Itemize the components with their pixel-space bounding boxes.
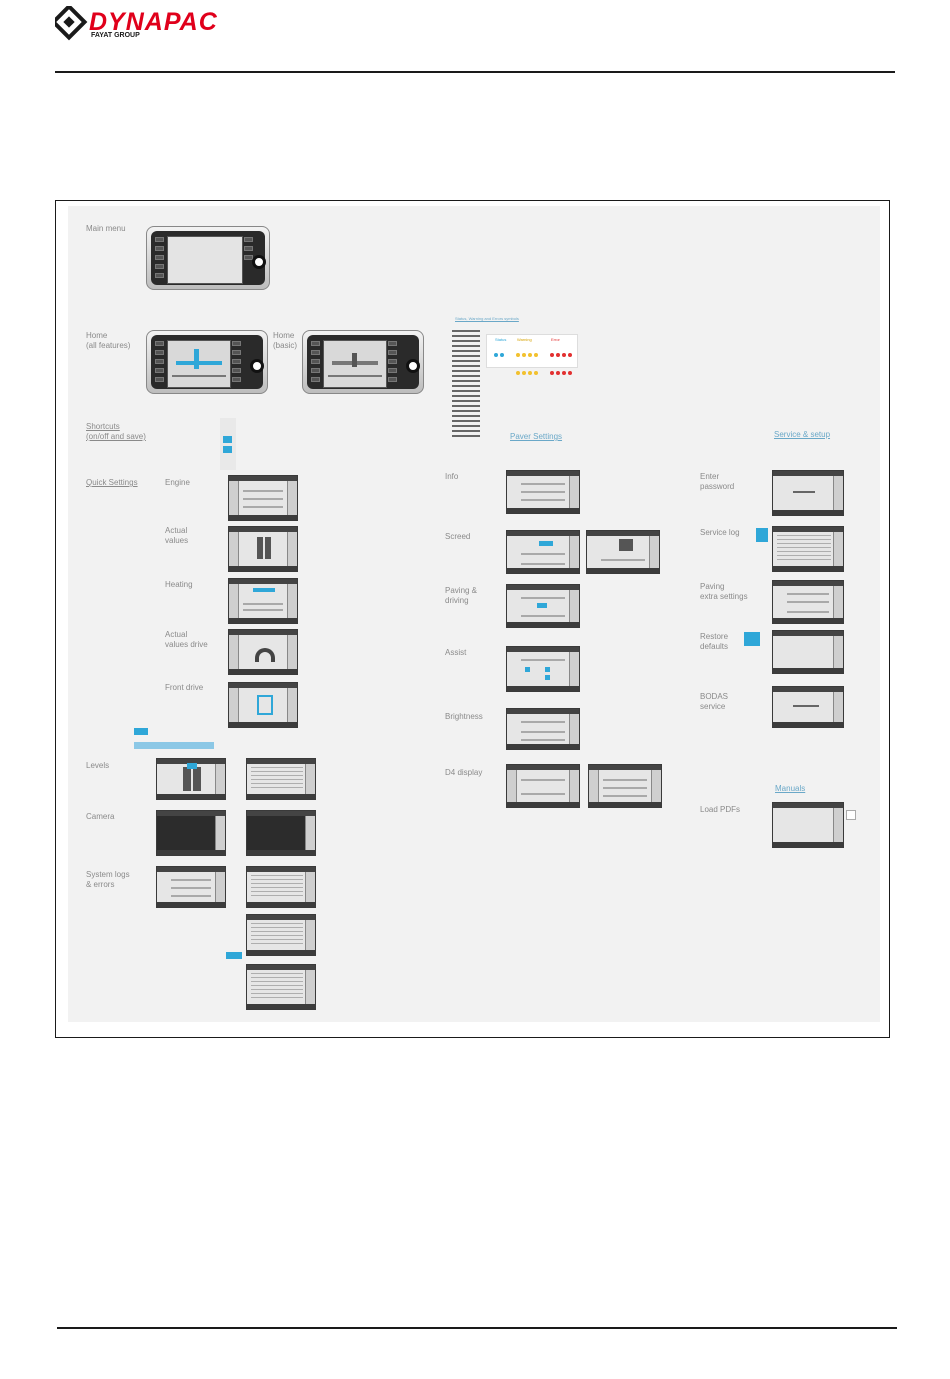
label-engine: Engine <box>165 478 190 487</box>
label-screed: Screed <box>445 532 471 541</box>
main-menu-device <box>146 226 270 290</box>
label-shortcuts: Shortcuts (on/off and save) <box>86 422 146 441</box>
paving-driving-screen <box>506 584 580 628</box>
label-d4-display: D4 display <box>445 768 483 777</box>
screed-options-screen <box>586 530 660 574</box>
levels-grid-screen <box>246 758 316 800</box>
label-status-symbols: Status, Warning and Errors symbols <box>455 316 519 321</box>
info-screen <box>506 470 580 514</box>
error-dots <box>549 345 577 381</box>
menu-map-canvas: Main menu Home (all features) Home (basi… <box>68 206 880 1022</box>
actual-values-drive-screen <box>228 629 298 675</box>
footer-divider <box>57 1327 897 1329</box>
bodas-service-screen <box>772 686 844 728</box>
label-camera: Camera <box>86 812 115 821</box>
label-service-log: Service log <box>700 528 740 537</box>
label-system-logs: System logs & errors <box>86 870 130 889</box>
home-basic-device <box>302 330 424 394</box>
d4-display-screen <box>506 764 580 808</box>
label-info: Info <box>445 472 459 481</box>
dynapac-diamond-icon <box>50 3 88 41</box>
label-front-drive: Front drive <box>165 683 204 692</box>
label-home-basic: Home (basic) <box>273 331 298 350</box>
password-screen <box>772 470 844 516</box>
label-status: Status <box>495 337 507 342</box>
restore-defaults-buttons <box>744 632 760 646</box>
service-log-buttons <box>756 528 768 542</box>
up-arrow-icon <box>846 810 856 820</box>
symbol-list <box>452 330 480 438</box>
shortcuts-panel <box>220 418 236 470</box>
label-levels: Levels <box>86 761 110 770</box>
actual-values-screen <box>228 526 298 572</box>
header-divider <box>55 71 895 73</box>
log-filter-buttons <box>226 952 242 959</box>
label-error: Error <box>551 337 560 342</box>
front-drive-screen <box>228 682 298 728</box>
label-paving-driving: Paving & driving <box>445 586 478 605</box>
label-brightness: Brightness <box>445 712 483 721</box>
system-logs-screen <box>156 866 226 908</box>
label-warning: Warning <box>517 337 532 342</box>
label-actual-values: Actual values <box>165 526 189 545</box>
label-heating: Heating <box>165 580 193 589</box>
d4-display-screen-2 <box>588 764 662 808</box>
label-paving-extra: Paving extra settings <box>700 582 748 601</box>
levels-options <box>134 726 214 752</box>
brand-name: DYNAPAC <box>89 8 218 36</box>
label-bodas-service: BODAS service <box>700 692 729 711</box>
label-load-pdfs: Load PDFs <box>700 805 741 814</box>
warning-dots <box>515 345 543 381</box>
status-dots <box>493 345 505 363</box>
label-quick-settings: Quick Settings <box>86 478 138 487</box>
log-list-2 <box>246 914 316 956</box>
service-log-screen <box>772 526 844 572</box>
label-enter-password: Enter password <box>700 472 735 491</box>
label-service-setup: Service & setup <box>774 430 831 439</box>
paving-extra-screen <box>772 580 844 624</box>
label-main-menu: Main menu <box>86 224 126 233</box>
engine-screen <box>228 475 298 521</box>
label-actual-values-drive: Actual values drive <box>165 630 208 649</box>
symbols-legend: Status Warning Error <box>486 334 578 375</box>
brightness-screen <box>506 708 580 750</box>
camera-screen <box>156 810 226 856</box>
brand-subtitle: FAYAT GROUP <box>91 32 140 39</box>
label-restore-defaults: Restore defaults <box>700 632 729 651</box>
levels-screen <box>156 758 226 800</box>
load-pdfs-screen <box>772 802 844 848</box>
restore-defaults-screen <box>772 630 844 674</box>
assist-screen <box>506 646 580 692</box>
label-home-all: Home (all features) <box>86 331 131 350</box>
dynapac-logo: DYNAPAC FAYAT GROUP <box>50 3 305 44</box>
label-assist: Assist <box>445 648 467 657</box>
log-list-3 <box>246 964 316 1010</box>
camera-split-screen <box>246 810 316 856</box>
home-all-device <box>146 330 268 394</box>
heating-screen <box>228 578 298 624</box>
screed-screen <box>506 530 580 574</box>
label-manuals: Manuals <box>775 784 806 793</box>
label-paver-settings: Paver Settings <box>510 432 563 441</box>
log-list-1 <box>246 866 316 908</box>
